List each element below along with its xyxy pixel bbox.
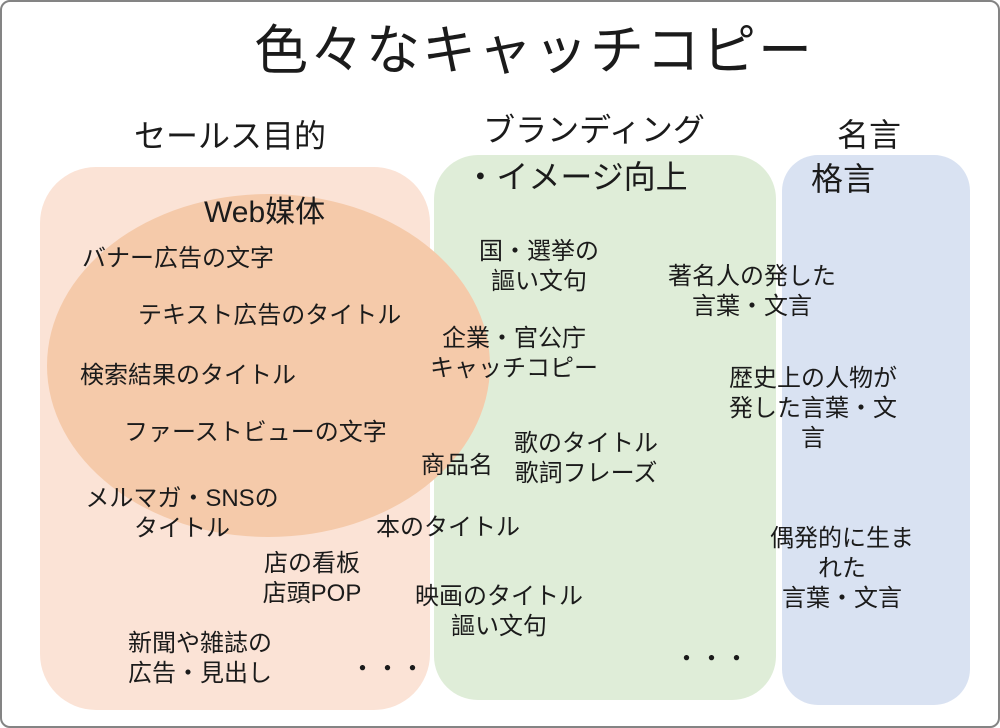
branding-region [434, 155, 776, 700]
item-banner-ad: バナー広告の文字 [82, 245, 274, 272]
item-movie-title: 映画のタイトル 謳い文句 [415, 583, 583, 640]
item-text-ad: テキスト広告のタイトル [138, 302, 402, 329]
item-search-result: 検索結果のタイトル [80, 362, 296, 389]
item-shop-sign-pop: 店の看板 店頭POP [262, 550, 362, 607]
item-company-government: 企業・官公庁 キャッチコピー [430, 325, 598, 382]
branding-heading-line1: ブランディング [483, 112, 705, 148]
quotes-region [782, 155, 970, 705]
branding-ellipsis: ・・・ [674, 645, 750, 673]
web-media-label: Web媒体 [204, 196, 326, 229]
quotes-heading-line1: 名言 [836, 117, 902, 153]
sales-ellipsis: ・・・ [350, 655, 426, 683]
item-famous-person-words: 著名人の発した 言葉・文言 [668, 263, 836, 320]
sales-heading: セールス目的 [133, 118, 327, 154]
item-first-view: ファーストビューの文字 [124, 419, 387, 446]
item-accidental-words: 偶発的に生まれた 言葉・文言 [770, 525, 914, 612]
item-newspaper-magazine: 新聞や雑誌の 広告・見出し [128, 630, 272, 687]
web-media-ellipse [47, 194, 490, 537]
item-product-name: 商品名 [421, 452, 493, 479]
item-country-election: 国・選挙の 謳い文句 [479, 238, 599, 295]
item-mailmag-sns: メルマガ・SNSの タイトル [85, 485, 279, 542]
item-historical-person-words: 歴史上の人物が 発した言葉・文言 [729, 365, 897, 452]
item-song-title-lyrics: 歌のタイトル 歌詞フレーズ [514, 430, 658, 487]
branding-heading-line2: ・イメージ向上 [464, 159, 688, 195]
quotes-heading-line2: 格言 [810, 161, 876, 197]
item-book-title: 本のタイトル [376, 514, 520, 541]
page-title: 色々なキャッチコピー [254, 21, 814, 81]
